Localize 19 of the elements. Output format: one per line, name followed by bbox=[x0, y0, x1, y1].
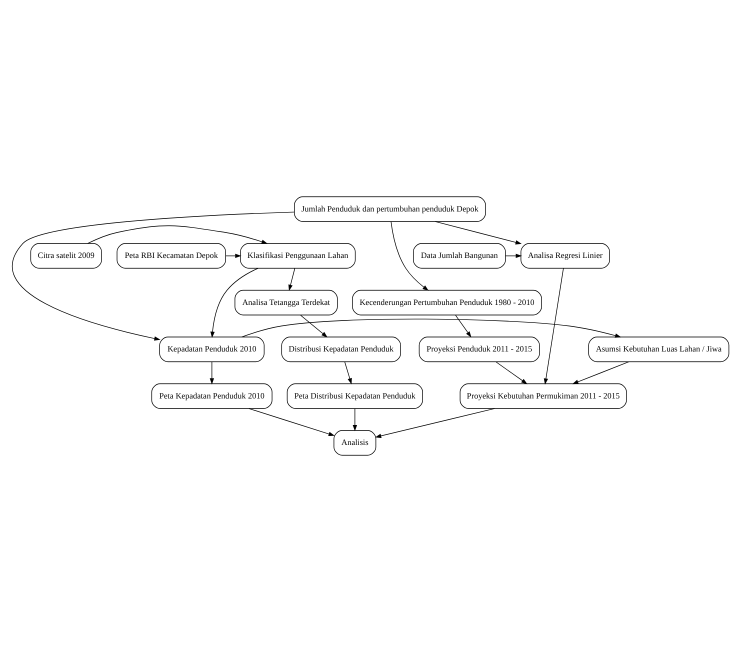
arrow bbox=[435, 220, 522, 244]
arrow bbox=[390, 220, 429, 290]
arrow bbox=[288, 268, 296, 290]
arrow bbox=[352, 408, 358, 431]
arrow bbox=[544, 268, 564, 384]
arrow bbox=[344, 361, 352, 384]
arrow bbox=[300, 314, 328, 338]
arrow bbox=[210, 267, 258, 338]
arrow bbox=[248, 408, 335, 436]
arrow bbox=[225, 253, 242, 258]
arrow bbox=[496, 361, 528, 384]
arrow bbox=[210, 361, 214, 384]
arrow bbox=[12, 211, 295, 340]
arrow bbox=[87, 224, 268, 244]
arrow bbox=[572, 361, 630, 384]
arrow bbox=[455, 314, 472, 338]
arrow bbox=[505, 253, 522, 258]
arrow bbox=[241, 318, 622, 338]
arrow bbox=[375, 408, 495, 438]
